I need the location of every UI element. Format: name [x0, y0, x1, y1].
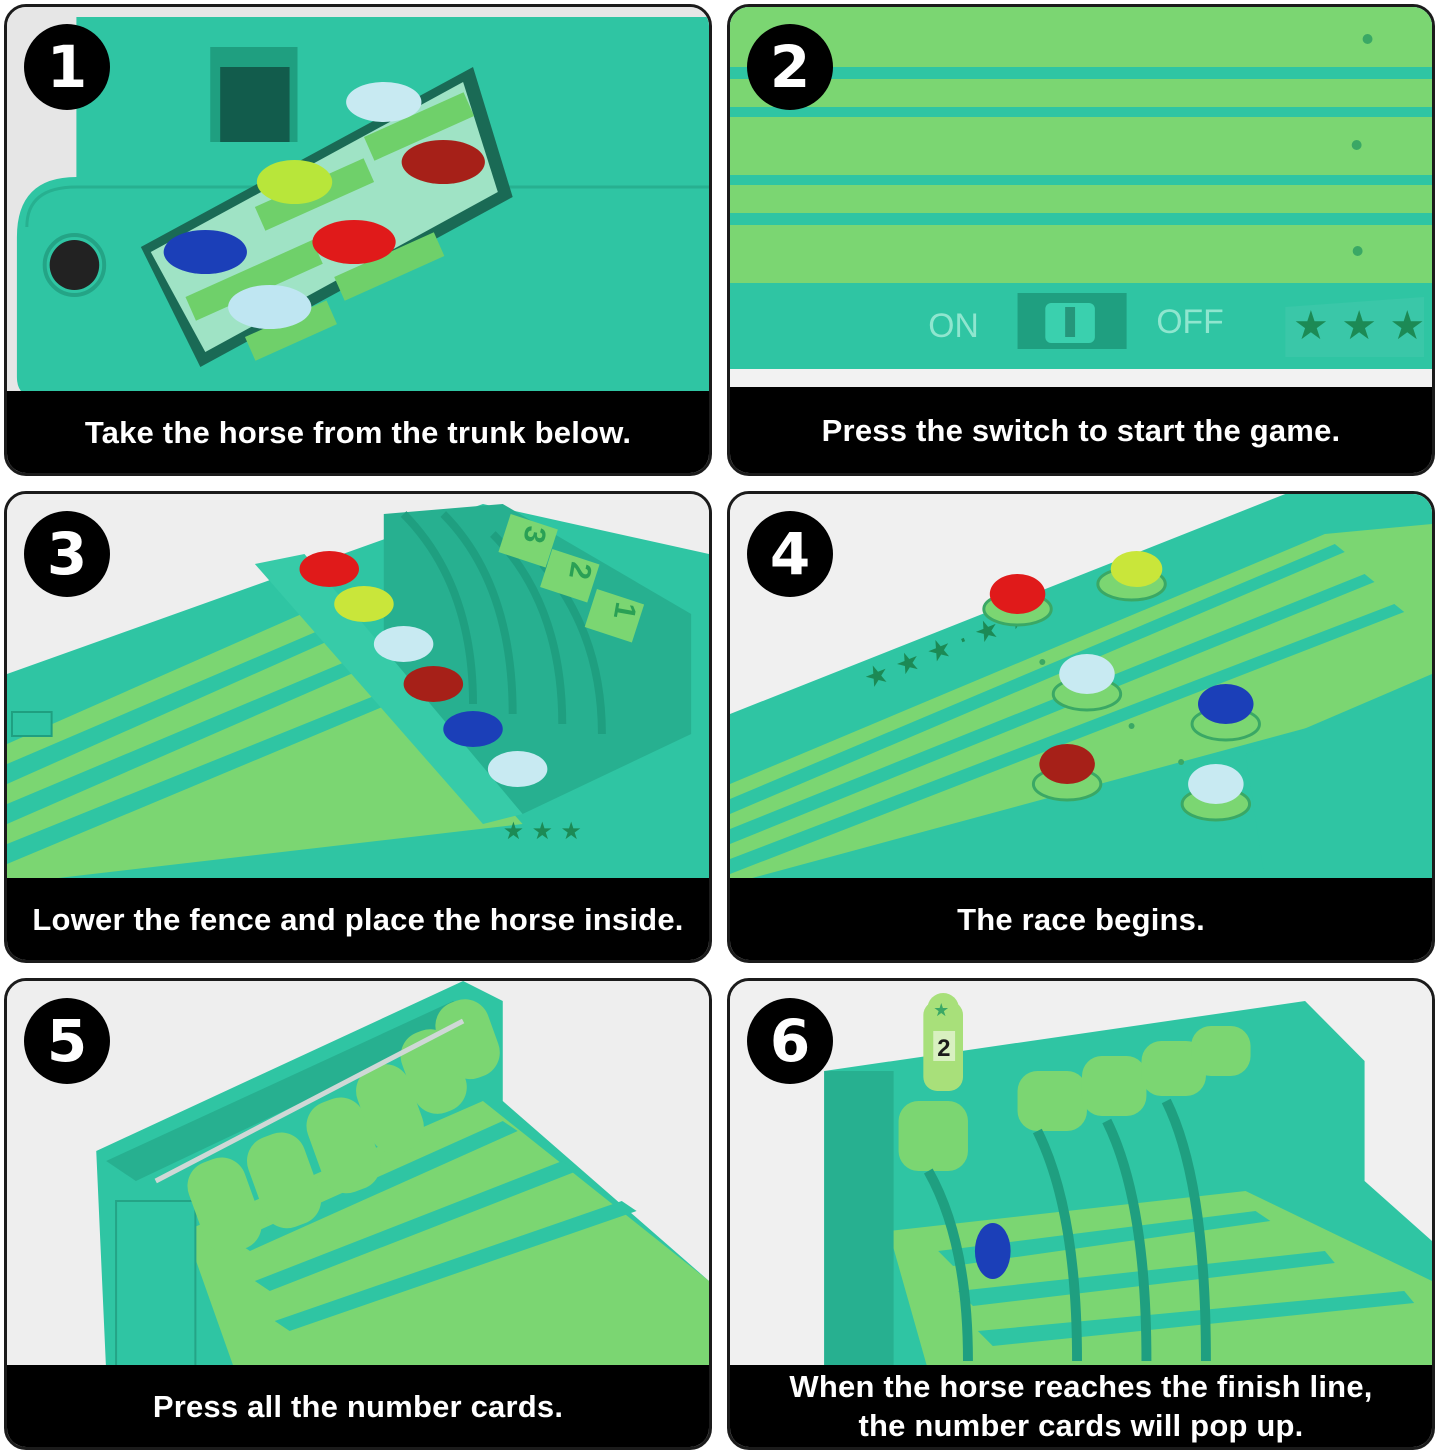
svg-text:★: ★	[933, 1000, 949, 1021]
on-label: ON	[928, 307, 979, 345]
step-4-caption: The race begins.	[730, 878, 1432, 960]
step-4-badge: 4	[747, 511, 833, 597]
step-4-photo: ★ ★ ★ · ★ ★ 4	[730, 494, 1432, 884]
gate-number-1: 1	[607, 600, 642, 622]
step-card-2: ★ ★ ★ ON OFF 2 Press the switch to start…	[727, 4, 1435, 476]
step-6-badge: 6	[747, 998, 833, 1084]
step-card-6: ★ 2 6 When the horse reaches the finish …	[727, 978, 1435, 1450]
step-2-caption: Press the switch to start the game.	[730, 387, 1432, 473]
step-1-badge: 1	[24, 24, 110, 110]
gate-number-2: 2	[562, 560, 597, 582]
popup-card-number: 2	[937, 1035, 950, 1062]
step-6-caption-line-1: When the horse reaches the finish line,	[789, 1369, 1373, 1404]
step-card-4: ★ ★ ★ · ★ ★ 4 The race begins.	[727, 491, 1435, 963]
step-5-caption: Press all the number cards.	[7, 1365, 709, 1447]
step-card-3: 3 2 1 ★ ★ ★ 3 Lower the fence and place …	[4, 491, 712, 963]
step-card-1: 1 Take the horse from the trunk below.	[4, 4, 712, 476]
step-1-photo: 1	[7, 7, 709, 397]
step-6-caption: When the horse reaches the finish line, …	[730, 1365, 1432, 1447]
step-1-caption: Take the horse from the trunk below.	[7, 391, 709, 473]
step-5-badge: 5	[24, 998, 110, 1084]
off-label: OFF	[1156, 303, 1223, 341]
svg-text:★ ★ ★: ★ ★ ★	[503, 817, 582, 845]
step-3-photo: 3 2 1 ★ ★ ★ 3	[7, 494, 709, 884]
step-6-photo: ★ 2 6	[730, 981, 1432, 1371]
step-3-caption: Lower the fence and place the horse insi…	[7, 878, 709, 960]
step-5-photo: 5	[7, 981, 709, 1371]
step-6-caption-line-2: the number cards will pop up.	[858, 1408, 1304, 1443]
step-2-badge: 2	[747, 24, 833, 110]
svg-text:★ ★ ★: ★ ★ ★	[1293, 303, 1425, 349]
step-3-badge: 3	[24, 511, 110, 597]
step-card-5: 5 Press all the number cards.	[4, 978, 712, 1450]
step-2-photo: ★ ★ ★ ON OFF 2	[730, 7, 1432, 397]
gate-number-3: 3	[517, 524, 552, 546]
